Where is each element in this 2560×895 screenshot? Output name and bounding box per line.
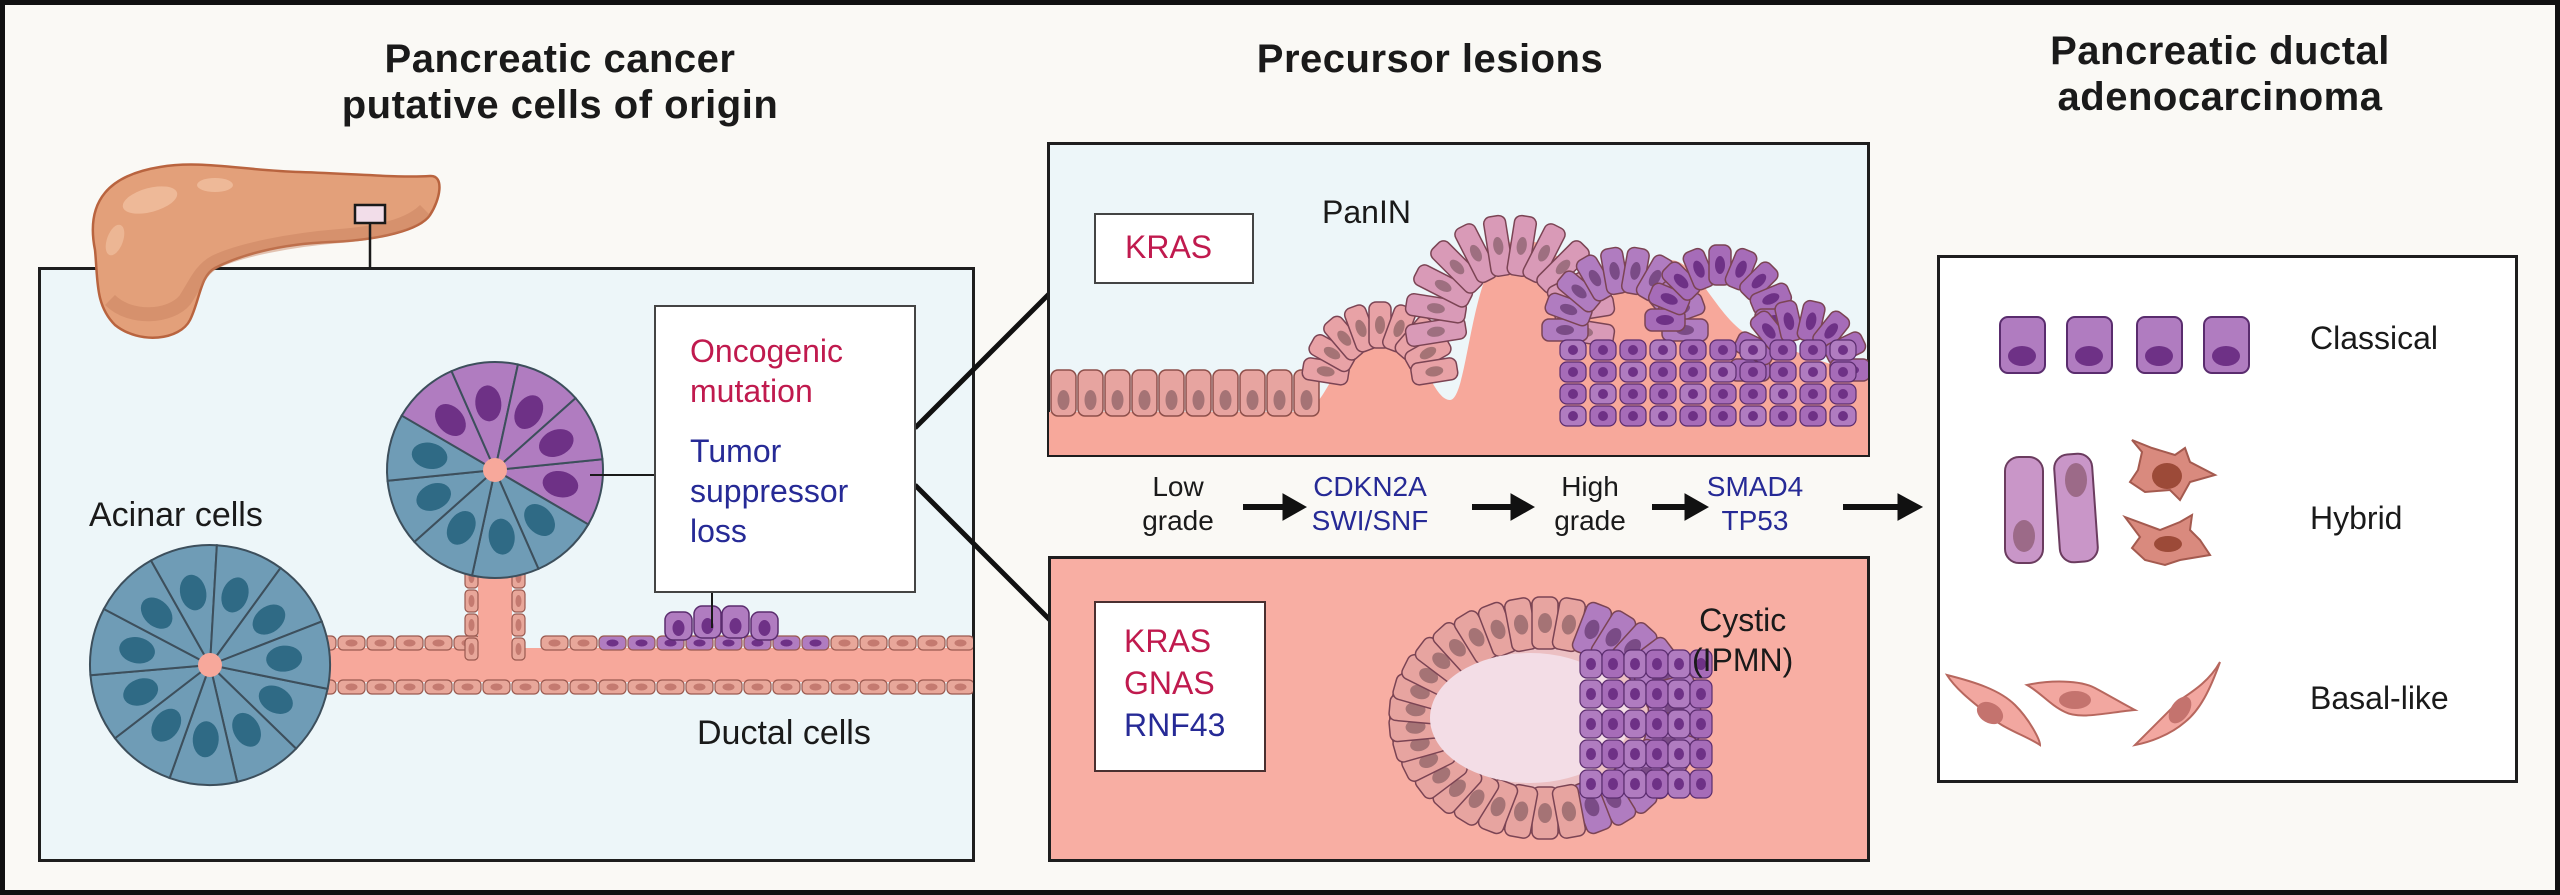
precursor-section-title: Precursor lesions <box>1130 36 1730 82</box>
high-grade-label: High grade <box>1540 470 1640 538</box>
ipmn-label: Cystic (IPMN) <box>1692 600 1793 680</box>
mutation-callout-box: Oncogenic mutation Tumor suppressor loss <box>654 305 916 593</box>
basal-like-cells <box>1944 661 2221 747</box>
pancreas-organ-icon <box>91 163 441 339</box>
mutant-ductal-cells <box>664 605 779 641</box>
duct-illustration <box>89 361 973 786</box>
origin-title-line1: Pancreatic cancer <box>384 37 736 81</box>
panin-gene-box: KRAS <box>1094 213 1254 284</box>
panin-gene-kras: KRAS <box>1125 229 1213 265</box>
subtype-hybrid-label: Hybrid <box>2310 500 2403 536</box>
suppressor-line3: loss <box>690 513 747 549</box>
genes-step2-line1: SMAD4 <box>1706 471 1804 502</box>
panin-label: PanIN <box>1322 194 1411 230</box>
origin-section-title: Pancreatic cancer putative cells of orig… <box>240 36 880 128</box>
pdac-title-line1: Pancreatic ductal <box>2050 29 2390 73</box>
genes-step2-line2: TP53 <box>1721 505 1789 536</box>
oncogenic-line1: Oncogenic <box>690 333 843 369</box>
ipmn-gene-box: KRAS GNAS RNF43 <box>1094 601 1266 772</box>
ductal-cells-label: Ductal cells <box>697 714 871 752</box>
ipmn-label-line1: Cystic <box>1699 602 1787 638</box>
high-grade-line1: High <box>1561 471 1619 502</box>
acinar-cells-label: Acinar cells <box>89 496 263 534</box>
genes-step2-label: SMAD4 TP53 <box>1700 470 1810 538</box>
ipmn-gene-gnas: GNAS <box>1124 665 1215 701</box>
pdac-title-line2: adenocarcinoma <box>2057 75 2383 119</box>
arrow-right-icon <box>1510 493 1536 521</box>
oncogenic-line2: mutation <box>690 373 813 409</box>
precursor-title-text: Precursor lesions <box>1256 37 1604 81</box>
arrow-to-pdac-icon <box>1897 493 1924 521</box>
low-grade-label: Low grade <box>1128 470 1228 538</box>
arrow-right-icon <box>1282 493 1308 521</box>
ipmn-label-line2: (IPMN) <box>1692 642 1794 678</box>
classical-cells <box>1999 316 2250 374</box>
high-grade-line2: grade <box>1554 505 1626 536</box>
genes-step1-label: CDKN2A SWI/SNF <box>1300 470 1440 538</box>
mixed-acinar-cluster <box>386 361 604 579</box>
ipmn-gene-kras: KRAS <box>1124 623 1212 659</box>
genes-step1-line1: CDKN2A <box>1313 471 1427 502</box>
hybrid-cells <box>2004 439 2218 567</box>
genes-step1-line2: SWI/SNF <box>1311 505 1429 536</box>
suppressor-line2: suppressor <box>690 473 849 509</box>
arrow-right-icon <box>1684 493 1710 521</box>
low-grade-line1: Low <box>1152 471 1204 502</box>
acinar-cluster <box>89 544 331 786</box>
low-grade-line2: grade <box>1142 505 1214 536</box>
ipmn-gene-rnf43: RNF43 <box>1124 707 1226 743</box>
subtype-classical-label: Classical <box>2310 320 2439 356</box>
origin-title-line2: putative cells of origin <box>341 83 779 127</box>
subtype-basal-like-label: Basal-like <box>2310 680 2449 716</box>
pdac-section-title: Pancreatic ductal adenocarcinoma <box>1960 28 2480 120</box>
suppressor-line1: Tumor <box>690 433 782 469</box>
